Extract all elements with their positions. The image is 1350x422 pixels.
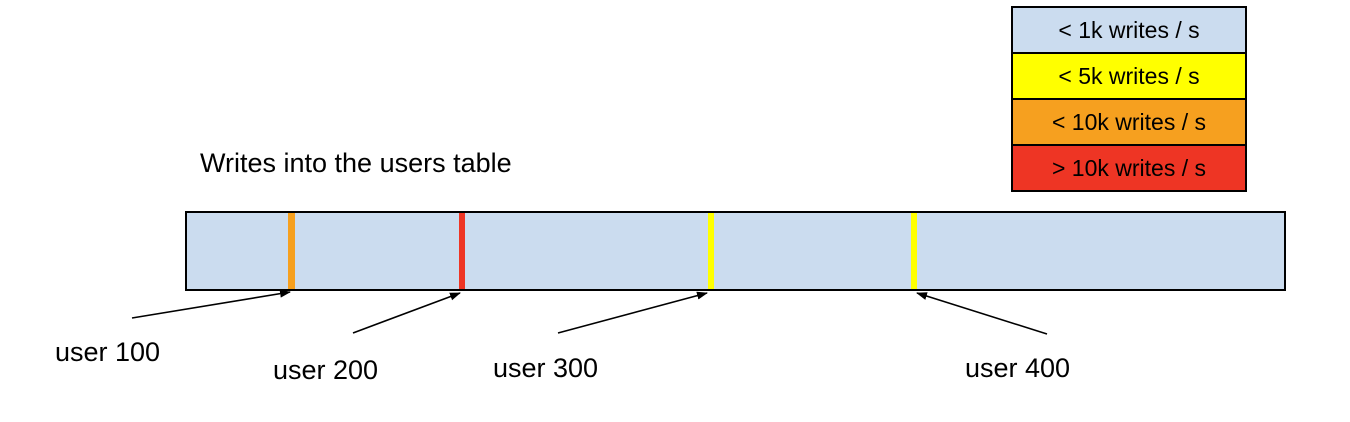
legend-item-lt-1k: < 1k writes / s [1011,6,1247,54]
label-user-400: user 400 [965,353,1071,383]
label-user-100: user 100 [55,337,161,367]
legend: < 1k writes / s < 5k writes / s < 10k wr… [1011,6,1247,192]
arrow-user-200 [352,292,461,334]
hotspot-tick-user-400 [911,213,917,289]
legend-item-gt-10k: > 10k writes / s [1011,144,1247,192]
diagram-title: Writes into the users table [200,148,512,178]
label-user-300: user 300 [493,353,599,383]
hotspot-tick-user-300 [708,213,714,289]
arrow-user-100 [131,289,291,319]
hotspot-tick-user-100 [288,213,295,289]
legend-item-lt-5k: < 5k writes / s [1011,52,1247,100]
hotspot-tick-user-200 [459,213,465,289]
users-table-bar [185,211,1286,291]
label-user-200: user 200 [273,355,379,385]
arrow-user-400 [916,292,1048,335]
legend-item-lt-10k: < 10k writes / s [1011,98,1247,146]
arrow-user-300 [557,291,708,334]
